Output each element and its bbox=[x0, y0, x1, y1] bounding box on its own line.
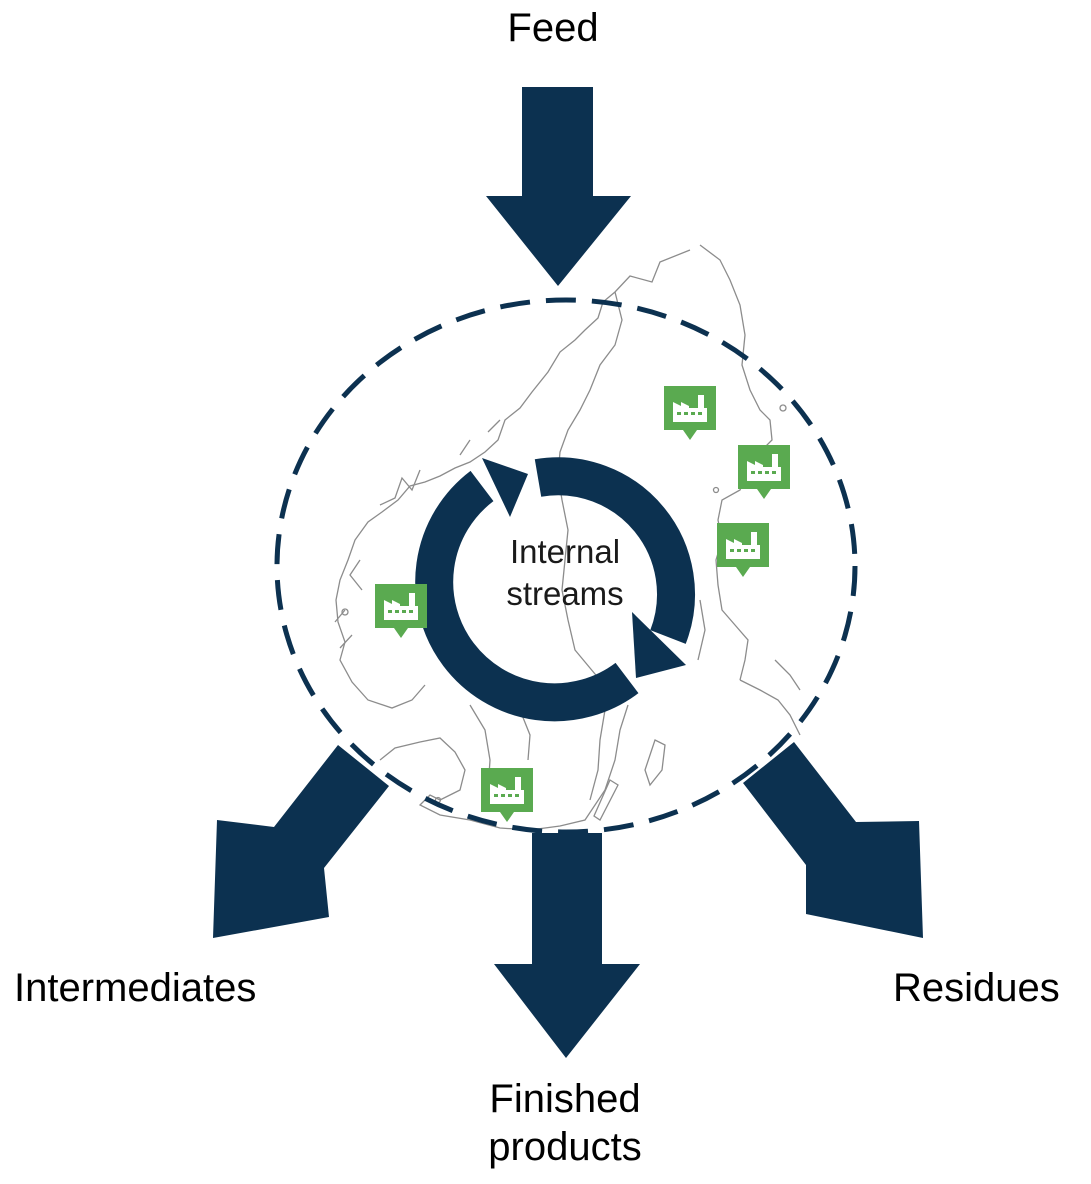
cycle-arrows-icon bbox=[415, 457, 695, 722]
system-boundary-dashed-circle bbox=[274, 297, 858, 835]
map-island-dot-3 bbox=[341, 608, 349, 616]
factory-marker-3 bbox=[717, 523, 769, 577]
factory-icon bbox=[726, 532, 760, 559]
cycle-arc-left bbox=[415, 470, 639, 722]
feed-arrow bbox=[486, 87, 631, 286]
map-island-dot-1 bbox=[779, 404, 787, 412]
factory-icon bbox=[747, 454, 781, 481]
map-coastline-norway bbox=[335, 249, 691, 709]
map-island-dot-2 bbox=[712, 486, 720, 494]
factory-marker-1 bbox=[664, 386, 716, 440]
internal-streams-line-1: Internal bbox=[509, 533, 621, 570]
factory-marker-5 bbox=[481, 768, 533, 822]
map-coastline-south bbox=[379, 704, 629, 831]
finished-products-label: Finished products bbox=[440, 1077, 690, 1169]
finished-products-line-2: products bbox=[488, 1125, 642, 1169]
map-coastline-fjords bbox=[334, 419, 501, 649]
map-island-gotland bbox=[644, 739, 666, 787]
residues-arrow bbox=[743, 742, 923, 938]
residues-label: Residues bbox=[893, 966, 1060, 1010]
cycle-arrowhead-top bbox=[482, 458, 528, 517]
intermediates-label: Intermediates bbox=[14, 966, 257, 1010]
finished-products-line-1: Finished bbox=[489, 1077, 641, 1121]
internal-streams-label: Internal streams bbox=[470, 533, 660, 613]
map-background bbox=[334, 244, 801, 831]
map-finland-coast bbox=[739, 659, 801, 736]
factory-marker-2 bbox=[738, 445, 790, 499]
intermediates-arrow bbox=[213, 745, 389, 938]
cycle-arc-right bbox=[534, 457, 695, 644]
cycle-arrowhead-bottom bbox=[632, 612, 686, 678]
factory-marker-4 bbox=[375, 584, 427, 638]
feed-label: Feed bbox=[507, 6, 599, 50]
finished-products-arrow bbox=[494, 833, 640, 1058]
factory-icon bbox=[673, 395, 707, 422]
map-island-oland bbox=[593, 779, 619, 821]
factory-icon bbox=[384, 593, 418, 620]
internal-streams-line-2: streams bbox=[506, 575, 624, 613]
factory-icon bbox=[490, 777, 524, 804]
